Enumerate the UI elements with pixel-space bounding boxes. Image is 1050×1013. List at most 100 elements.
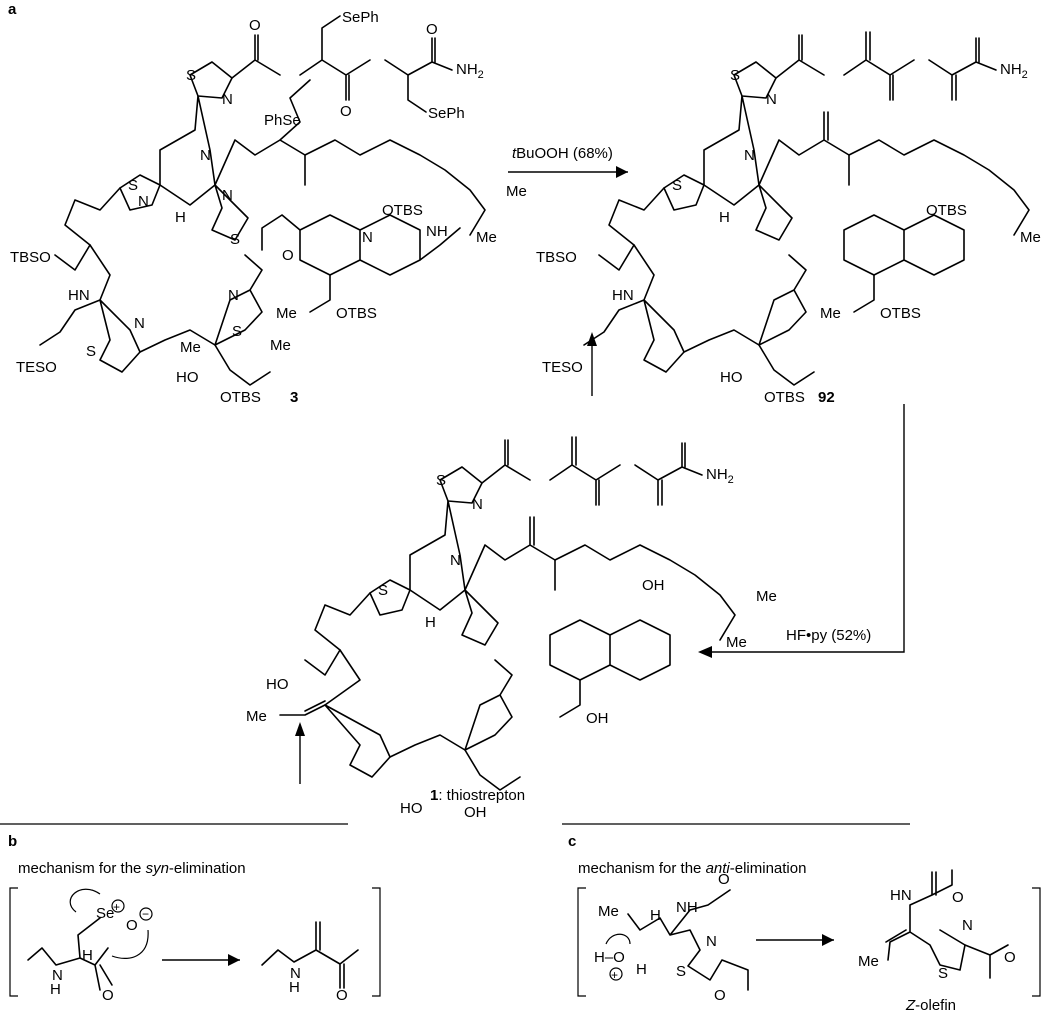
n-label-1a: N: [472, 496, 483, 513]
z-olefin-label: Z-olefin: [905, 997, 956, 1013]
h-label-c1: H: [650, 907, 661, 924]
highlight-arrow-1: [295, 722, 305, 784]
teso-label-92: TESO: [542, 359, 583, 376]
n-core-3: N: [200, 147, 211, 164]
me-label-3a: Me: [506, 183, 527, 200]
plus-charge-c: +: [611, 968, 618, 982]
s-label-3b: S: [128, 177, 138, 194]
n-label-3d: N: [134, 315, 145, 332]
h-core-92: H: [719, 209, 730, 226]
hn-label-c2: HN: [890, 887, 912, 904]
o-label-c1: O: [718, 871, 730, 888]
ho-label-1a: HO: [266, 676, 289, 693]
highlight-arrow-92: [587, 332, 597, 396]
nh2-label-92: NH2: [1000, 61, 1028, 81]
me-label-3b: Me: [476, 229, 497, 246]
panel-label-c: c: [568, 833, 576, 850]
tbso-label-92: TBSO: [536, 249, 577, 266]
minus-charge: −: [142, 907, 149, 921]
me-label-92c: Me: [820, 305, 841, 322]
otbs-label-3a: OTBS: [382, 202, 423, 219]
h-label-c2: H: [636, 961, 647, 978]
phse-label: PhSe: [264, 112, 301, 129]
n-label-c2: N: [962, 917, 973, 934]
compound-3-label: 3: [290, 389, 298, 406]
compound-92-structure: NH2 S N N H Me Me S TBSO HN TESO HO OTBS…: [536, 31, 1041, 406]
oh-label-1a: OH: [464, 804, 487, 821]
tbso-label-3: TBSO: [10, 249, 51, 266]
oh-label-1b: OH: [642, 577, 665, 594]
compound-3-structure: SePh SePh NH2 S N O O O N H PhSe Me Me S…: [10, 9, 527, 406]
otbs-label-3c: OTBS: [336, 305, 377, 322]
plus-charge: +: [113, 900, 120, 914]
s-label-92b: S: [672, 177, 682, 194]
reagent-1: tBuOOH (68%): [512, 145, 613, 162]
o-label-b2: O: [102, 987, 114, 1004]
ho-label-1b: HO: [400, 800, 423, 817]
h-core-3: H: [175, 209, 186, 226]
s-label-c2: S: [938, 965, 948, 982]
o-label-c4: O: [1004, 949, 1016, 966]
otbs-label-3b: OTBS: [220, 389, 261, 406]
me-label-92b: Me: [1020, 229, 1041, 246]
h-core-1: H: [425, 614, 436, 631]
teso-label-3: TESO: [16, 359, 57, 376]
o-label-3a: O: [249, 17, 261, 34]
me-label-1a: Me: [756, 588, 777, 605]
o-label-c2: O: [714, 987, 726, 1004]
mechanism-c-scheme: Me NH O N S O H H–O H + Me HN O N S O Z-…: [577, 869, 1041, 1013]
me-label-3d: Me: [270, 337, 291, 354]
hn-label-3: HN: [68, 287, 90, 304]
compound-1-label: 1: thiostrepton: [430, 787, 525, 804]
oh-label-1c: OH: [586, 710, 609, 727]
o-label-b1: O: [126, 917, 138, 934]
mechanism-c-title: mechanism for the anti-elimination: [578, 860, 806, 877]
o-label-3b: O: [340, 103, 352, 120]
n-label-92a: N: [766, 91, 777, 108]
nh2-label-1: NH2: [706, 466, 734, 486]
seph-top-label: SePh: [342, 9, 379, 26]
s-label-3e: S: [232, 323, 242, 340]
o-label-3c: O: [426, 21, 438, 38]
s-label-1b: S: [378, 582, 388, 599]
n-label-3e: N: [228, 287, 239, 304]
reaction-arrow-2: HF•py (52%): [698, 404, 905, 658]
hn-label-92: HN: [612, 287, 634, 304]
me-label-1b: Me: [726, 634, 747, 651]
s-label-92a: S: [730, 67, 740, 84]
h-label-b1: H: [82, 947, 93, 964]
me-label-c1: Me: [598, 903, 619, 920]
seph-bot-label: SePh: [428, 105, 465, 122]
n-core-92: N: [744, 147, 755, 164]
nh-label-c1: NH: [676, 899, 698, 916]
s-label-c1: S: [676, 963, 686, 980]
ho-label-92: HO: [720, 369, 743, 386]
nh-label-3: NH: [426, 223, 448, 240]
n-core-1: N: [450, 552, 461, 569]
compound-92-label: 92: [818, 389, 835, 406]
mechanism-b-title: mechanism for the syn-elimination: [18, 860, 246, 877]
n-label-3a: N: [222, 91, 233, 108]
me-label-3e: Me: [276, 305, 297, 322]
reaction-arrow-1: tBuOOH (68%): [508, 145, 628, 178]
panel-label-a: a: [8, 1, 17, 18]
s-label-3c: S: [230, 231, 240, 248]
otbs-label-92b: OTBS: [764, 389, 805, 406]
nh2-label-3: NH2: [456, 61, 484, 81]
n-label-3b: N: [138, 193, 149, 210]
s-label-3d: S: [86, 343, 96, 360]
me-label-3c: Me: [180, 339, 201, 356]
o-label-c3: O: [952, 889, 964, 906]
me-label-1c: Me: [246, 708, 267, 725]
reagent-2: HF•py (52%): [786, 627, 871, 644]
otbs-label-92c: OTBS: [880, 305, 921, 322]
o-label-b3: O: [336, 987, 348, 1004]
n-label-3f: N: [362, 229, 373, 246]
n-label-3c: N: [222, 187, 233, 204]
me-label-c2: Me: [858, 953, 879, 970]
n-label-c1: N: [706, 933, 717, 950]
